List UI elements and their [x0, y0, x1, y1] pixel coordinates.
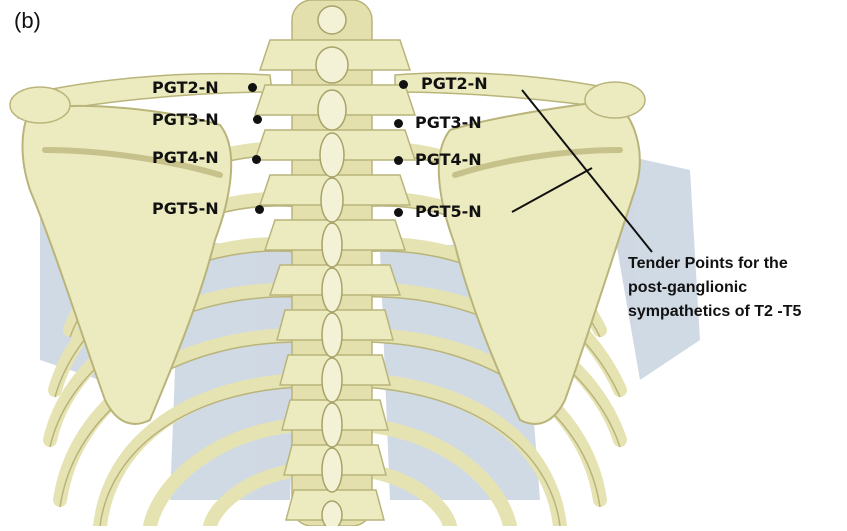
right-point-label-t4: PGT4-N [415, 151, 482, 169]
right-point-label-t3: PGT3-N [415, 114, 482, 132]
left-point-label-t3: PGT3-N [152, 111, 219, 129]
left-point-dot-t2 [248, 83, 257, 92]
panel-label: (b) [14, 8, 41, 34]
right-point-dot-t3 [394, 119, 403, 128]
right-point-label-t5: PGT5-N [415, 203, 482, 221]
right-point-dot-t5 [394, 208, 403, 217]
callout-line-3: sympathetics of T2 -T5 [628, 300, 838, 324]
left-point-label-t4: PGT4-N [152, 149, 219, 167]
right-point-label-t2: PGT2-N [421, 75, 488, 93]
tender-points-callout: Tender Points for the post-ganglionic sy… [628, 252, 838, 324]
left-point-label-t5: PGT5-N [152, 200, 219, 218]
right-point-dot-t2 [399, 80, 408, 89]
callout-line-2: post-ganglionic [628, 276, 838, 300]
left-point-dot-t3 [253, 115, 262, 124]
left-point-dot-t5 [255, 205, 264, 214]
right-point-dot-t4 [394, 156, 403, 165]
callout-line-1: Tender Points for the [628, 252, 838, 276]
left-point-dot-t4 [252, 155, 261, 164]
left-point-label-t2: PGT2-N [152, 79, 219, 97]
